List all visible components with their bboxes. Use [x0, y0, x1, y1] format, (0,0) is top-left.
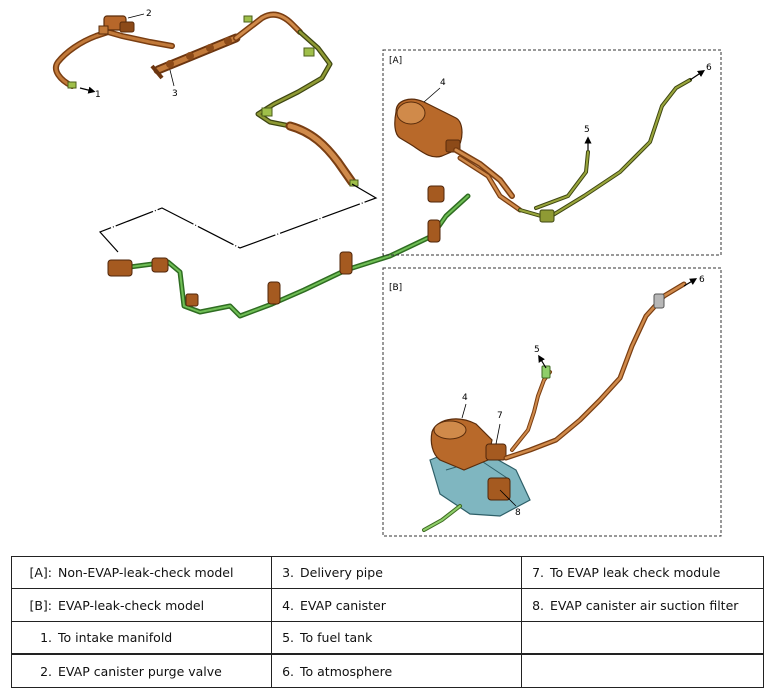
- legend-key: [A]:: [29, 565, 52, 581]
- legend-cell: 3. Delivery pipe: [271, 555, 522, 590]
- legend-text: Non-EVAP-leak-check model: [58, 565, 234, 581]
- legend-cell: 1. To intake manifold: [11, 620, 272, 655]
- callout-b5: 5: [534, 345, 547, 369]
- callout-2-label: 2: [146, 9, 152, 19]
- legend-cell: [B]: EVAP-leak-check model: [11, 588, 272, 622]
- callout-b7-label: 7: [497, 411, 503, 421]
- callout-a5: 5: [584, 125, 592, 150]
- evap-canister-a: [394, 98, 463, 158]
- detail-box-a: [382, 49, 722, 256]
- callout-b8-label: 8: [515, 508, 521, 518]
- evap-leak-check-module-b: [485, 443, 507, 461]
- callout-b4: 4: [461, 393, 468, 419]
- legend-text: To intake manifold: [58, 630, 173, 646]
- legend-cell: [A]: Non-EVAP-leak-check model: [11, 555, 272, 590]
- purge-hose-b: [422, 504, 462, 532]
- purge-line-copper-lower: [285, 121, 359, 187]
- delivery-pipe: [150, 33, 241, 80]
- legend-cell: [521, 653, 764, 689]
- legend-key: 6.: [282, 663, 294, 679]
- legend-text: EVAP canister: [300, 597, 386, 613]
- legend-text: EVAP-leak-check model: [58, 597, 205, 613]
- legend-cell: 7. To EVAP leak check module: [521, 555, 764, 590]
- legend-table: [A]: Non-EVAP-leak-check model 3. Delivery…: [11, 555, 764, 689]
- detail-box-a-label: [A]: [389, 56, 402, 66]
- legend-text: To atmosphere: [300, 663, 393, 679]
- legend-text: To fuel tank: [300, 630, 373, 646]
- legend-row: 2. EVAP canister purge valve 6. To atmosph…: [11, 653, 764, 689]
- callout-a6-label: 6: [706, 63, 712, 73]
- legend-text: To EVAP leak check module: [550, 565, 721, 581]
- legend-text: EVAP canister purge valve: [58, 663, 222, 679]
- legend-row: [A]: Non-EVAP-leak-check model 3. Delivery…: [11, 555, 764, 590]
- phantom-connection-line: [98, 183, 378, 253]
- callout-a4: 4: [423, 78, 446, 103]
- callout-b6: 6: [683, 275, 705, 287]
- legend-cell: 5. To fuel tank: [271, 620, 522, 655]
- evap-system-diagram: 1 2 3 [A] 4 5 6 [B]: [52, 9, 722, 537]
- legend-key: 7.: [532, 565, 544, 581]
- legend-key: 8.: [532, 597, 544, 613]
- callout-b6-label: 6: [699, 275, 705, 285]
- callout-a6: 6: [689, 63, 712, 81]
- legend-row: [B]: EVAP-leak-check model 4. EVAP caniste…: [11, 588, 764, 622]
- legend-key: 4.: [282, 597, 294, 613]
- purge-line-copper: [233, 11, 303, 41]
- detail-box-b-label: [B]: [389, 283, 402, 293]
- hose-clamps: [107, 185, 445, 307]
- legend-cell: [521, 620, 764, 655]
- callout-3: 3: [169, 69, 178, 99]
- callout-a5-label: 5: [584, 125, 590, 135]
- callout-2: 2: [127, 9, 152, 19]
- legend-key: 1.: [40, 630, 52, 646]
- atmosphere-line-b: [503, 281, 687, 461]
- intake-pipe: [52, 28, 175, 89]
- detail-box-b: [382, 267, 722, 537]
- legend-cell: 6. To atmosphere: [271, 653, 522, 689]
- legend-row: 1. To intake manifold 5. To fuel tank: [11, 620, 764, 655]
- fuel-tank-line-b: [510, 365, 552, 452]
- legend-cell: 8. EVAP canister air suction filter: [521, 588, 764, 622]
- legend-cell: 2. EVAP canister purge valve: [11, 653, 272, 689]
- callout-3-label: 3: [172, 89, 178, 99]
- atmosphere-line-a: [518, 78, 692, 223]
- evap-canister-b: [430, 418, 493, 471]
- callout-b7: 7: [495, 411, 503, 445]
- legend-text: Delivery pipe: [300, 565, 383, 581]
- callout-a4-label: 4: [440, 78, 446, 88]
- callout-b8: 8: [499, 489, 521, 518]
- vapor-hose-green: [119, 193, 471, 319]
- callout-b4-label: 4: [462, 393, 468, 403]
- legend-key: [B]:: [29, 597, 52, 613]
- legend-cell: 4. EVAP canister: [271, 588, 522, 622]
- legend-key: 5.: [282, 630, 294, 646]
- evap-canister-purge-valve: [98, 15, 135, 35]
- legend-key: 2.: [40, 663, 52, 679]
- legend-text: EVAP canister air suction filter: [550, 597, 739, 613]
- callout-b5-label: 5: [534, 345, 540, 355]
- callout-1: 1: [79, 86, 101, 100]
- legend-key: 3.: [282, 565, 294, 581]
- canister-hoses-a: [453, 147, 523, 213]
- purge-line-olive: [255, 29, 333, 129]
- callout-1-label: 1: [95, 90, 101, 100]
